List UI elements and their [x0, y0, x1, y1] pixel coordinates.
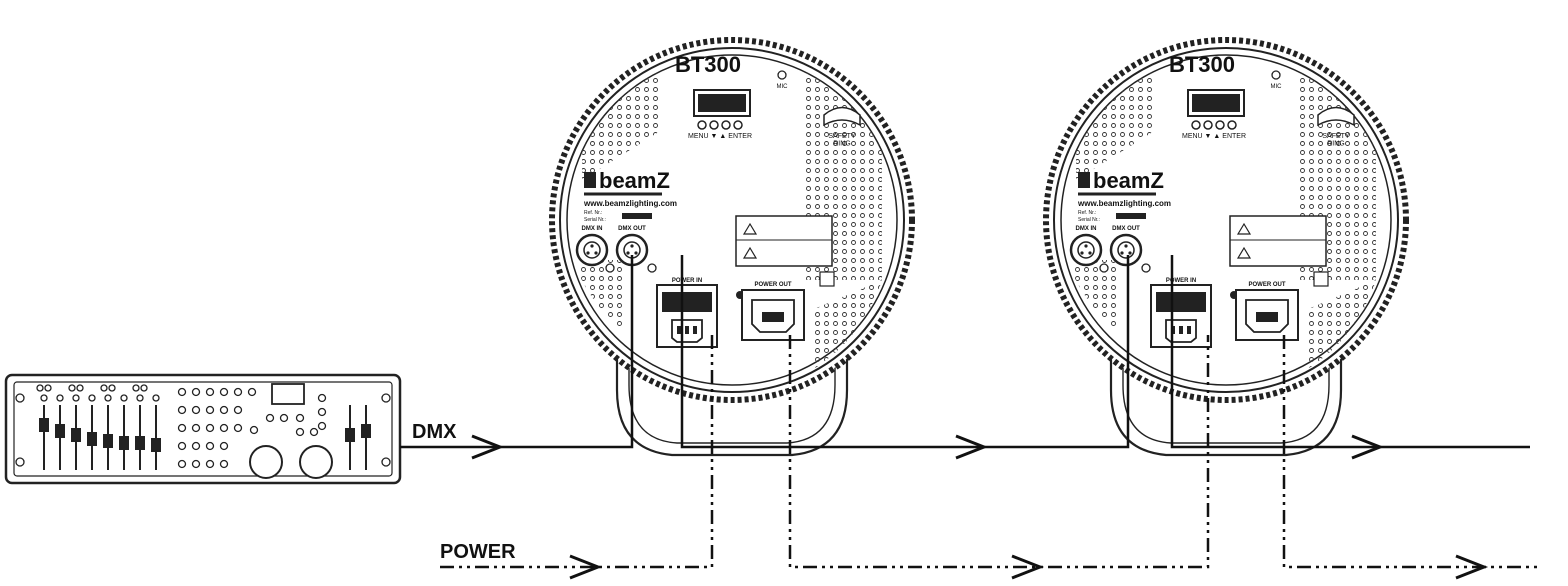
fixture-2-brand: beamZ — [1093, 168, 1164, 193]
channel-buttons — [36, 384, 160, 402]
power-label: POWER — [440, 541, 516, 563]
fixture-2-serial: Serial Nr.: — [1078, 217, 1100, 223]
fixture-1-brand: beamZ — [599, 168, 670, 193]
fixture-2-dmx-out-label: DMX OUT — [1112, 226, 1140, 232]
scene-buttons — [177, 387, 327, 469]
fixture-2-model: BT300 — [1169, 52, 1235, 77]
fixture-1-dmx-out-label: DMX OUT — [618, 226, 646, 232]
controller-knob-right — [299, 445, 333, 479]
power-cable — [440, 335, 1540, 569]
controller-display — [271, 383, 305, 405]
dmx-controller — [4, 373, 402, 485]
channel-faders — [39, 405, 371, 470]
fixture-1-dmx-in-label: DMX IN — [582, 226, 603, 232]
fixture-2-power-in-label: POWER IN — [1166, 278, 1196, 284]
fixture-1-power-in-label: POWER IN — [672, 278, 702, 284]
fixture-2-power-out-label: POWER OUT — [1249, 282, 1286, 288]
dmx-cable — [400, 255, 1530, 460]
power-arrows — [569, 554, 1489, 580]
fixture-1-model: BT300 — [675, 52, 741, 77]
fixture-2-dmx-in-label: DMX IN — [1076, 226, 1097, 232]
fixture-2-mic-label: MIC — [1271, 84, 1283, 90]
fixture-1-ref: Ref. Nr.: — [584, 210, 602, 216]
dmx-label: DMX — [412, 421, 457, 443]
fixture-2-buttons-label: MENU ▼ ▲ ENTER — [1182, 133, 1246, 140]
fixture-1-mic-label: MIC — [777, 84, 789, 90]
fixture-1-website: www.beamzlighting.com — [583, 199, 677, 208]
fixture-1-buttons-label: MENU ▼ ▲ ENTER — [688, 133, 752, 140]
fixture-1-serial: Serial Nr.: — [584, 217, 606, 223]
controller-knob-left — [249, 445, 283, 479]
fixture-2-ref: Ref. Nr.: — [1078, 210, 1096, 216]
fixture-1-power-out-label: POWER OUT — [755, 282, 792, 288]
fixture-2-website: www.beamzlighting.com — [1077, 199, 1171, 208]
